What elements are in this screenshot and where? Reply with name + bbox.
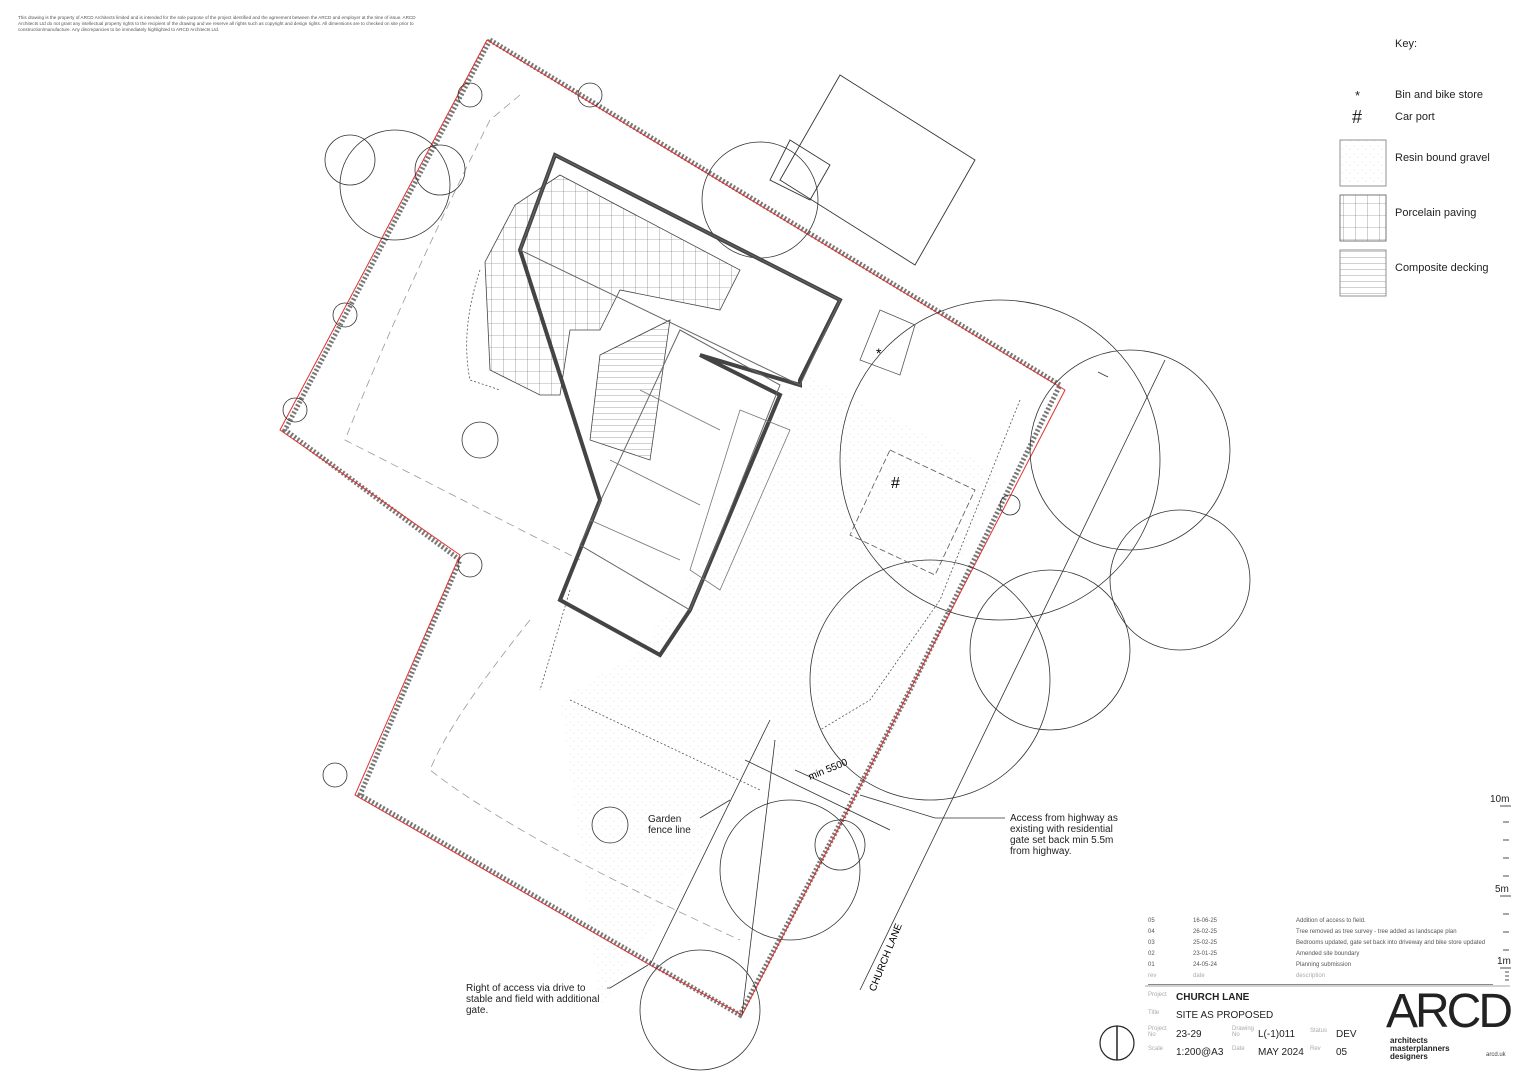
disclaimer-text: This drawing is the property of ARCD Arc… — [18, 15, 416, 32]
revision-date: 25-02-25 — [1193, 940, 1218, 946]
revision-row: 03 25-02-25 Bedrooms updated, gate set bac… — [1148, 940, 1493, 951]
note-access-highway: Access from highway as existing with res… — [1010, 813, 1118, 857]
drawing-no-label: Drawing No — [1232, 1026, 1255, 1038]
trees — [282, 82, 1251, 1071]
revision-header: rev date description — [1148, 973, 1493, 985]
scale-1m: 1m — [1497, 956, 1511, 967]
car-port-key-symbol: # — [1352, 107, 1363, 127]
rev-value: 05 — [1336, 1047, 1348, 1058]
road-edge — [859, 359, 1166, 991]
bin-bike-store — [859, 309, 916, 376]
scale-10m: 10m — [1490, 794, 1510, 805]
key-car-port: Car port — [1395, 111, 1435, 123]
key-bin-store: Bin and bike store — [1395, 89, 1484, 101]
tagline-architects: architects — [1390, 1036, 1428, 1045]
revision-description: Amended site boundary — [1296, 951, 1360, 957]
driveway-gravel — [560, 370, 1000, 1010]
leader-lines — [607, 794, 1005, 989]
key-title: Key: — [1395, 38, 1418, 50]
status-value: DEV — [1336, 1029, 1357, 1040]
revision-row: 05 16-06-25 Addition of access to field. — [1148, 918, 1493, 929]
revision-date: 23-01-25 — [1193, 951, 1218, 957]
scale-5m: 5m — [1495, 884, 1509, 895]
drawing-title: SITE AS PROPOSED — [1176, 1010, 1274, 1021]
revision-description: Tree removed as tree survey - tree added… — [1296, 929, 1457, 935]
revision-table: 05 16-06-25 Addition of access to field. 04… — [1148, 918, 1493, 985]
revision-description: Bedrooms updated, gate set back into dri… — [1296, 940, 1486, 946]
logo-tagline: architects masterplanners designers — [1390, 1037, 1450, 1061]
road-label: CHURCH LANE — [868, 922, 905, 993]
project-label: Project — [1148, 992, 1167, 998]
revision-rev: 02 — [1148, 951, 1155, 957]
revision-rev: 05 — [1148, 918, 1155, 924]
project-no-label: Project No — [1148, 1026, 1167, 1038]
revision-date: 24-05-24 — [1193, 962, 1218, 968]
revision-row: 01 24-05-24 Planning submission — [1148, 962, 1493, 973]
decking — [589, 319, 671, 461]
title-label: Title — [1148, 1010, 1160, 1016]
date-label: Date — [1232, 1046, 1245, 1052]
scale-label: Scale — [1148, 1046, 1164, 1052]
date-value: MAY 2024 — [1258, 1047, 1304, 1058]
date-header: date — [1193, 973, 1205, 979]
revision-date: 16-06-25 — [1193, 918, 1218, 924]
scale-bar — [1500, 805, 1511, 981]
project-no: 23-29 — [1176, 1029, 1202, 1040]
site-boundary — [279, 39, 1066, 1016]
bin-store-key-symbol: * — [1355, 88, 1361, 103]
rev-label: Rev — [1310, 1046, 1321, 1052]
tagline-masterplanners: masterplanners — [1390, 1044, 1450, 1053]
project-name: CHURCH LANE — [1176, 992, 1250, 1003]
note-right-of-access: Right of access via drive to stable and … — [466, 983, 600, 1016]
house — [484, 152, 843, 658]
revision-description: Planning submission — [1296, 962, 1352, 968]
garden-paths — [344, 94, 741, 941]
revision-rev: 03 — [1148, 940, 1155, 946]
description-header: description — [1296, 973, 1326, 979]
key-resin-gravel: Resin bound gravel — [1395, 152, 1490, 164]
revision-rev: 01 — [1148, 962, 1155, 968]
revision-rev: 04 — [1148, 929, 1155, 935]
revision-row: 02 23-01-25 Amended site boundary — [1148, 951, 1493, 962]
car-port-symbol: # — [891, 475, 900, 492]
key-composite-decking: Composite decking — [1395, 262, 1489, 274]
website: arcd.uk — [1486, 1052, 1506, 1058]
bin-store-symbol: * — [876, 345, 882, 361]
rev-header: rev — [1148, 973, 1157, 979]
hedges — [281, 36, 1064, 1019]
key-swatches — [1339, 139, 1387, 297]
note-garden-fence: Garden fence line — [648, 814, 691, 836]
revision-date: 26-02-25 — [1193, 929, 1218, 935]
access-drive — [649, 719, 891, 1016]
tagline-designers: designers — [1390, 1052, 1428, 1061]
neighbour-building — [769, 74, 976, 266]
status-label: Status — [1310, 1028, 1328, 1034]
arcd-logo: ARCD — [1386, 985, 1513, 1038]
north-arrow-icon — [1099, 1025, 1135, 1061]
revision-row: 04 26-02-25 Tree removed as tree survey - … — [1148, 929, 1493, 940]
scale-value: 1:200@A3 — [1176, 1047, 1224, 1058]
key-porcelain-paving: Porcelain paving — [1395, 207, 1477, 219]
revision-description: Addition of access to field. — [1296, 918, 1366, 924]
drawing-no: L(-1)011 — [1258, 1029, 1296, 1040]
